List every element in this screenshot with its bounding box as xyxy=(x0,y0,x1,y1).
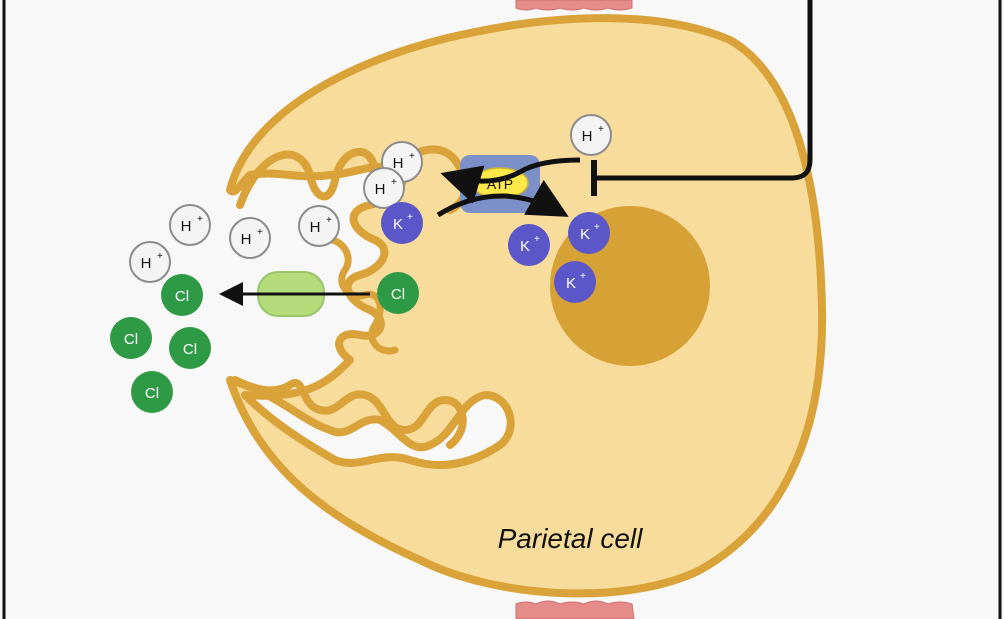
h-ion: H + xyxy=(570,114,612,156)
h-ion-label: H xyxy=(393,155,404,172)
k-ion-charge: + xyxy=(594,222,600,233)
cl-ion-label: Cl xyxy=(391,286,405,303)
h-ion-circle xyxy=(570,114,612,156)
h-ion: H + xyxy=(298,205,340,247)
h-ion: H + xyxy=(229,217,271,259)
h-ion-label: H xyxy=(241,231,252,248)
cl-ion-circle xyxy=(110,317,152,359)
cl-ion: Cl xyxy=(110,317,152,359)
k-ion: K + xyxy=(508,224,550,266)
k-ion: K + xyxy=(381,202,423,244)
h-ion-charge: + xyxy=(326,215,332,226)
k-ion: K + xyxy=(554,261,596,303)
parietal-cell-body xyxy=(226,14,827,598)
cl-ion-circle xyxy=(169,327,211,369)
cl-ion-label: Cl xyxy=(175,288,189,305)
k-influx-arrow xyxy=(436,179,569,218)
h-ion: H + xyxy=(169,204,211,246)
k-ion-charge: + xyxy=(580,271,586,282)
canaliculus-fold-upper xyxy=(236,145,470,214)
cl-ion-circle xyxy=(377,272,419,314)
k-ion-circle xyxy=(554,261,596,303)
k-ion-charge: + xyxy=(534,234,540,245)
h-ion-label: H xyxy=(181,218,192,235)
h-ion-label: H xyxy=(141,255,152,272)
h-ion-label: H xyxy=(582,128,593,145)
chloride-channel xyxy=(219,271,370,317)
h-ion-circle xyxy=(363,167,405,209)
k-ion-circle xyxy=(381,202,423,244)
cl-ion-label: Cl xyxy=(183,341,197,358)
cl-ion: Cl xyxy=(169,327,211,369)
proton-pump: ATP xyxy=(436,155,581,218)
k-ion-label: K xyxy=(393,216,403,233)
adjacent-cell-bottom xyxy=(515,600,635,619)
h-ion-circle xyxy=(298,205,340,247)
canaliculus-fold-lower xyxy=(231,376,467,449)
cl-ion-label: Cl xyxy=(145,385,159,402)
k-ion-charge: + xyxy=(407,212,413,223)
k-ion: K + xyxy=(568,212,610,254)
cl-ion-circle xyxy=(161,274,203,316)
h-ion-circle xyxy=(129,241,171,283)
h-ion-circle xyxy=(169,204,211,246)
h-ion: H + xyxy=(129,241,171,283)
cl-ion: Cl xyxy=(161,274,203,316)
cl-ion-label: Cl xyxy=(124,331,138,348)
h-ion-charge: + xyxy=(257,227,263,238)
h-ion-charge: + xyxy=(391,177,397,188)
h-ion-charge: + xyxy=(157,251,163,262)
k-ion-label: K xyxy=(580,226,590,243)
feedback-line xyxy=(596,0,813,181)
cell-label: Parietal cell xyxy=(498,523,644,554)
cl-ion: Cl xyxy=(377,272,419,314)
h-ion-label: H xyxy=(375,181,386,198)
h-efflux-arrow xyxy=(440,157,581,204)
k-ion-circle xyxy=(568,212,610,254)
cl-ion-circle xyxy=(131,371,173,413)
k-ion-circle xyxy=(508,224,550,266)
k-ion-label: K xyxy=(520,238,530,255)
h-ion-charge: + xyxy=(598,124,604,135)
h-ion-charge: + xyxy=(409,151,415,162)
adjacent-cell-top xyxy=(515,0,633,11)
h-ion-charge: + xyxy=(197,214,203,225)
cl-ion: Cl xyxy=(131,371,173,413)
h-ion-circle xyxy=(229,217,271,259)
h-ion-label: H xyxy=(310,219,321,236)
h-ion: H + xyxy=(363,167,405,209)
k-ion-label: K xyxy=(566,275,576,292)
